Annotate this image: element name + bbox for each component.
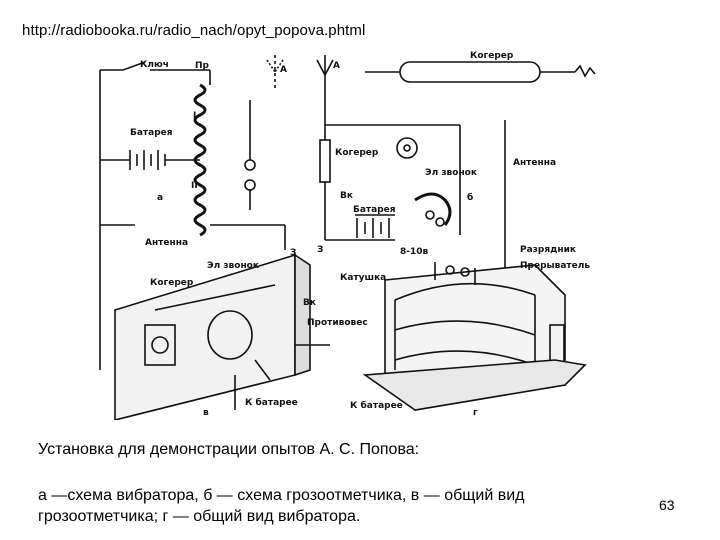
caption-title: Установка для демонстрации опытов А. С. … — [38, 441, 420, 458]
label-counterweight: Противовес — [307, 318, 368, 328]
label-vk-v: Вк — [303, 298, 316, 308]
label-v: в — [203, 408, 209, 418]
label-antenna-right: Антенна — [513, 158, 556, 168]
label-battery-b: Батарея — [353, 205, 396, 215]
label-vk: Вк — [340, 191, 353, 201]
label-to-battery-2: К батарее — [350, 400, 403, 411]
label-bell-v: Эл звонок — [207, 261, 259, 271]
label-z2: З — [317, 245, 323, 255]
label-pr: Пр — [195, 61, 210, 71]
label-bell: Эл звонок — [425, 168, 477, 178]
popov-apparatus-illustration: Ключ Пр Батарея I II а Антенна З А А Ког… — [95, 40, 615, 420]
label-ii: II — [191, 181, 198, 191]
label-volt: 8-10в — [400, 247, 429, 257]
label-coherer-v: Когерер — [150, 278, 194, 288]
schematic-drawing: Ключ Пр Батарея I II а Антенна З А А Ког… — [99, 51, 596, 420]
page-number: 63 — [659, 497, 675, 513]
label-coil: Катушка — [340, 273, 386, 283]
label-b: б — [467, 192, 473, 203]
label-coherer-top: Когерер — [470, 51, 514, 61]
label-breaker: Прерыватель — [520, 261, 590, 271]
caption-body: а —схема вибратора, б — схема грозоотмет… — [38, 487, 525, 525]
label-to-battery-1: К батарее — [245, 397, 298, 408]
label-battery: Батарея — [130, 128, 173, 138]
label-g: г — [473, 408, 478, 418]
label-z: З — [290, 248, 296, 258]
label-i: I — [193, 111, 196, 121]
source-url: http://radiobooka.ru/radio_nach/opyt_pop… — [22, 22, 366, 39]
label-coherer-mid: Когерер — [335, 148, 379, 158]
label-a-top2: А — [333, 61, 340, 71]
label-a-top1: А — [280, 65, 287, 75]
label-spark-gap: Разрядник — [520, 245, 576, 255]
label-a: а — [157, 193, 163, 203]
label-key: Ключ — [140, 60, 169, 70]
label-antenna-a: Антенна — [145, 238, 188, 248]
